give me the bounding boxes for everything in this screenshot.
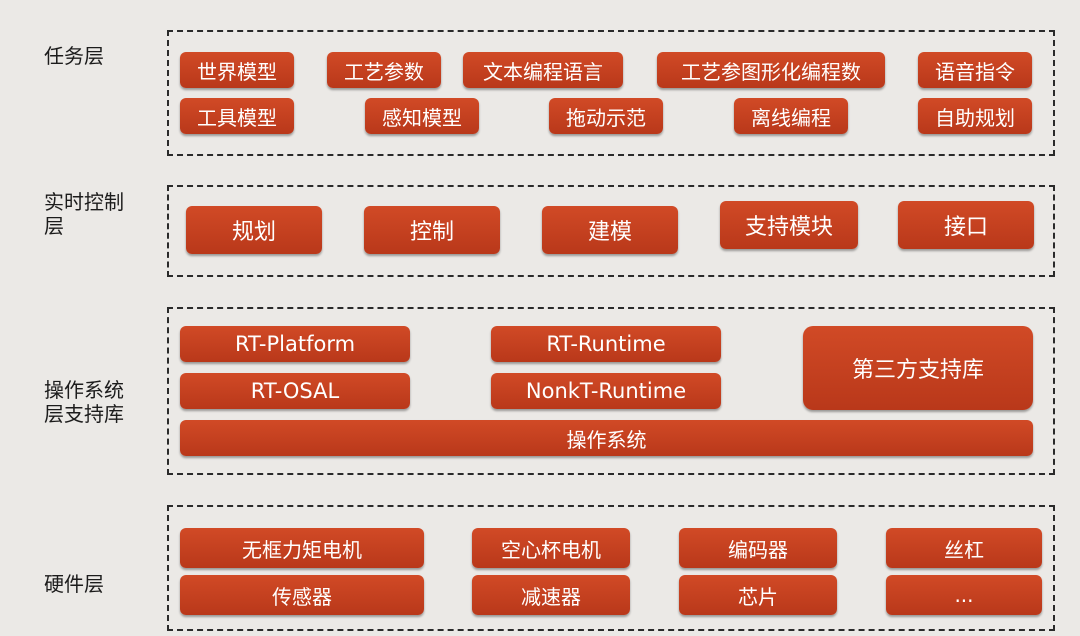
os-layer-label: 操作系统 层支持库 xyxy=(44,378,124,426)
task-box-drag-demo: 拖动示范 xyxy=(549,98,663,134)
hw-box-ellipsis: ... xyxy=(886,575,1042,615)
hw-box-chip: 芯片 xyxy=(679,575,837,615)
os-box-third-party-lib: 第三方支持库 xyxy=(803,326,1033,410)
os-box-nonkt-runtime: NonkT-Runtime xyxy=(491,373,721,409)
hw-box-encoder: 编码器 xyxy=(679,528,837,568)
hw-box-frameless-torque-motor: 无框力矩电机 xyxy=(180,528,424,568)
task-layer-label: 任务层 xyxy=(44,44,104,68)
task-box-tool-model: 工具模型 xyxy=(180,98,294,134)
os-box-operating-system: 操作系统 xyxy=(180,420,1033,456)
os-box-rt-platform: RT-Platform xyxy=(180,326,410,362)
task-box-graphical-programming: 工艺参图形化编程数 xyxy=(657,52,885,88)
task-box-text-programming: 文本编程语言 xyxy=(463,52,623,88)
realtime-box-modeling: 建模 xyxy=(542,206,678,254)
hardware-layer-label: 硬件层 xyxy=(44,572,104,596)
realtime-box-control: 控制 xyxy=(364,206,500,254)
task-layer-group xyxy=(167,30,1055,156)
realtime-box-interface: 接口 xyxy=(898,201,1034,249)
hw-box-sensor: 传感器 xyxy=(180,575,424,615)
realtime-box-planning: 规划 xyxy=(186,206,322,254)
task-box-world-model: 世界模型 xyxy=(180,52,294,88)
hw-box-reducer: 减速器 xyxy=(472,575,630,615)
realtime-layer-label: 实时控制 层 xyxy=(44,190,124,238)
realtime-box-support-module: 支持模块 xyxy=(720,201,858,249)
task-box-self-planning: 自助规划 xyxy=(918,98,1032,134)
os-box-rt-runtime: RT-Runtime xyxy=(491,326,721,362)
os-layer-group xyxy=(167,307,1055,475)
hw-box-lead-screw: 丝杠 xyxy=(886,528,1042,568)
task-box-process-params: 工艺参数 xyxy=(327,52,441,88)
hardware-layer-group xyxy=(167,505,1055,631)
task-box-voice-command: 语音指令 xyxy=(918,52,1032,88)
task-box-perception-model: 感知模型 xyxy=(365,98,479,134)
realtime-layer-group xyxy=(167,185,1055,277)
hw-box-coreless-motor: 空心杯电机 xyxy=(472,528,630,568)
os-box-rt-osal: RT-OSAL xyxy=(180,373,410,409)
task-box-offline-programming: 离线编程 xyxy=(734,98,848,134)
